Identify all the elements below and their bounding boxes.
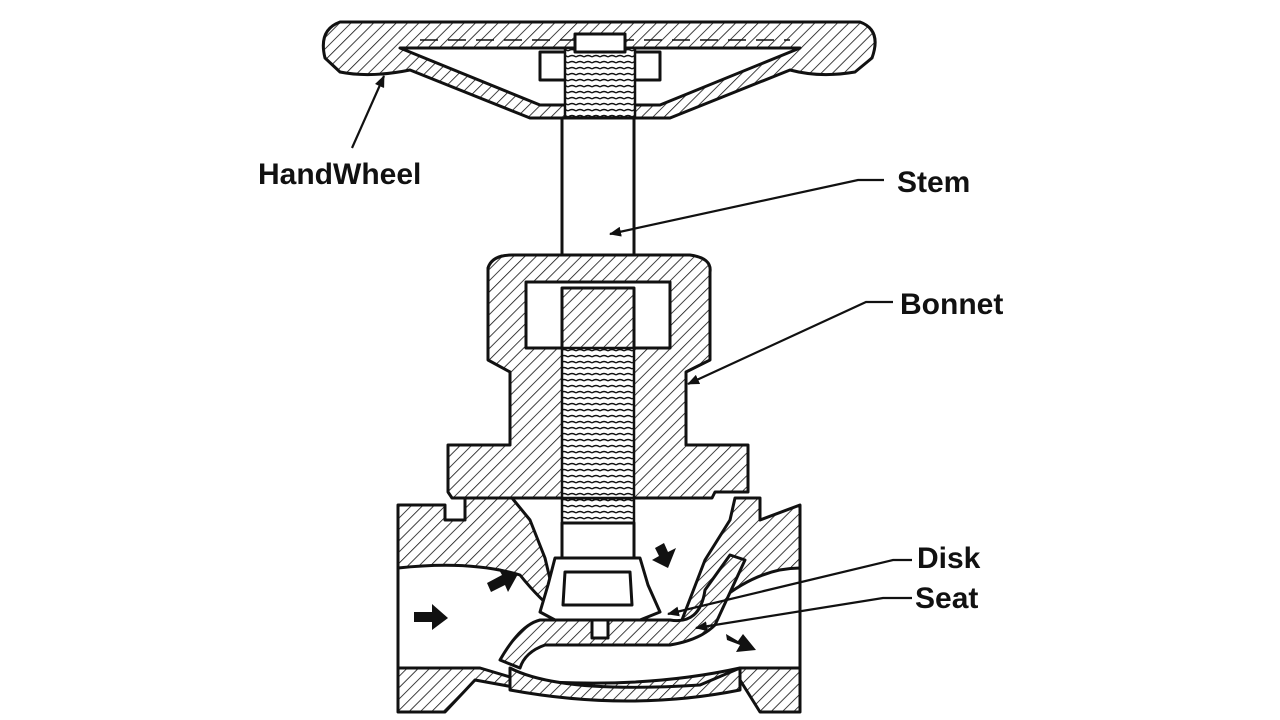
flow-arrow-icon xyxy=(726,634,756,652)
flow-arrows xyxy=(414,543,756,652)
seat-leader xyxy=(695,596,912,632)
disk-leader xyxy=(667,558,912,617)
valve-body xyxy=(396,496,802,714)
bonnet-leader xyxy=(687,300,893,385)
flow-arrow-icon xyxy=(652,543,676,568)
stem-label: Stem xyxy=(897,166,970,199)
disk xyxy=(538,556,662,640)
bonnet-label: Bonnet xyxy=(900,288,1003,321)
flow-arrow-icon xyxy=(414,604,448,630)
seat-label: Seat xyxy=(915,582,978,615)
flow-arrow-icon xyxy=(487,568,518,592)
disk-label: Disk xyxy=(917,542,981,575)
handwheel-leader xyxy=(350,75,386,149)
bonnet xyxy=(446,253,750,500)
stem-leader xyxy=(609,178,884,237)
handwheel-label: HandWheel xyxy=(258,158,421,191)
handwheel xyxy=(321,20,877,120)
